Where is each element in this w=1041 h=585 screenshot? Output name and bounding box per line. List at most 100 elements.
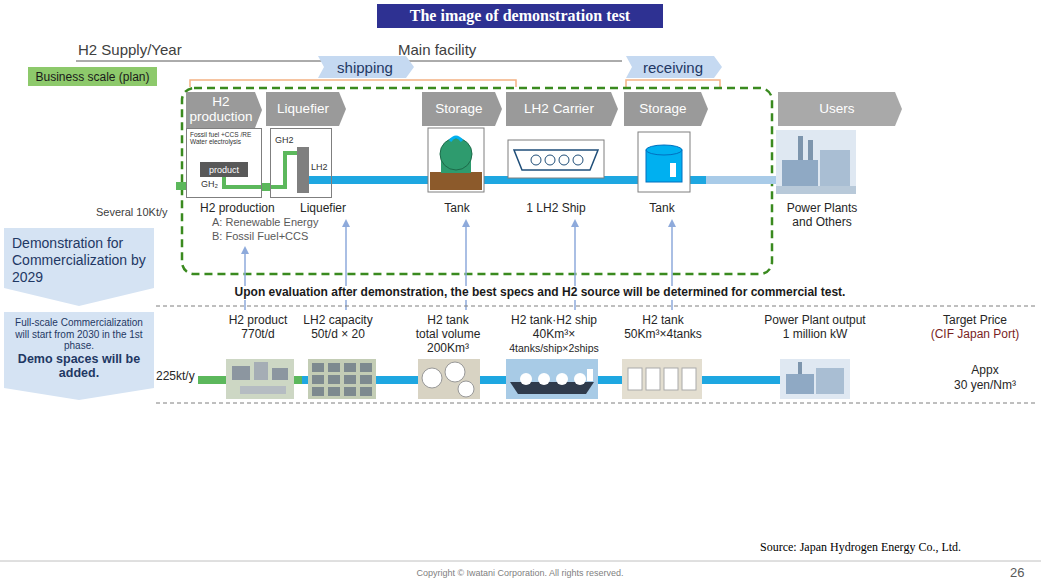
facility-label: Tank: [444, 202, 469, 216]
ship-icon-part: [508, 140, 604, 178]
liquefier-photo-part: [312, 375, 324, 384]
facility-label: Power Plants and Others: [776, 202, 868, 230]
ship-photo-part: [574, 373, 586, 385]
liquefier-photo-part: [344, 387, 356, 396]
node-text: Full-scale Commercialization will start …: [10, 317, 148, 352]
liquefier-icon: GH2LH2: [270, 128, 332, 198]
ship-photo-part: [587, 369, 593, 381]
footer-rule: [0, 561, 1041, 562]
spec-text: LH2 capacity: [303, 314, 372, 328]
spec-text: H2 tank: [642, 314, 683, 328]
note: Upon evaluation after demonstration, the…: [232, 286, 849, 300]
tank-photo-part: [622, 359, 702, 399]
ship-photo-part: [506, 359, 598, 399]
step-chevron: Storage: [422, 92, 502, 126]
spec-text: H2 tank·H2 ship: [511, 314, 597, 328]
scale-value: 225kt/y: [156, 370, 195, 384]
tank-icon: [638, 132, 690, 192]
node-text: GH₂: [201, 179, 218, 189]
leader-arrow-part: [571, 219, 579, 227]
scale-value: Several 10Kt/y: [96, 206, 168, 219]
step-chevron-fill: [778, 92, 902, 126]
divider-dashed: [156, 306, 1036, 403]
phase-arrow-fill: [4, 228, 154, 306]
page-number: 26: [1010, 566, 1024, 581]
node-text: H2 production: [189, 95, 253, 125]
power-plant-icon-part: [776, 130, 856, 194]
scale-box: Business scale (plan): [28, 67, 157, 86]
power-plant-icon-part: [782, 160, 818, 188]
price-heading: (CIF Japan Port): [931, 328, 1020, 342]
liquefier-photo-part: [328, 375, 340, 384]
spec-text: H2 product: [229, 314, 288, 328]
power-plant-photo-part: [798, 362, 802, 374]
step-chevron: Liquefier: [266, 92, 346, 126]
liquefier-column: [297, 147, 309, 193]
spec-text: 50t/d × 20: [311, 328, 365, 342]
leader-arrow-part: [241, 246, 249, 254]
step-chevron: Storage: [624, 92, 708, 126]
spec-text: 40Km³×: [533, 328, 575, 342]
facility-label: H2 production: [200, 202, 275, 216]
stage-chevron-fill: [626, 56, 722, 78]
spec-text: 4tanks/ship×2ships: [509, 342, 599, 354]
pipe-line: [224, 177, 261, 187]
tank-icon-part: [638, 132, 690, 192]
node-text: shipping: [337, 59, 393, 76]
sphere-tank-photo-part: [445, 362, 465, 382]
liquefier-photo: [308, 359, 376, 399]
facility-label: 1 LH2 Ship: [526, 202, 585, 216]
axis-heading: Main facility: [398, 41, 476, 58]
spec-text: 770t/d: [241, 328, 274, 342]
power-plant-photo-part: [780, 359, 850, 399]
ship-photo-part: [538, 373, 550, 385]
divider-dashed-part: [156, 403, 1036, 404]
stage-chevron: receiving: [626, 56, 722, 78]
stage-bracket-part: [626, 80, 720, 87]
plant-photo-part: [240, 386, 286, 394]
phase-arrow: Demonstration for Commercialization by 2…: [4, 228, 154, 306]
step-chevron: LH2 Carrier: [506, 92, 618, 126]
power-plant-photo-part: [816, 368, 844, 394]
tank-photo-part: [646, 368, 660, 390]
sphere-tank-photo-part: [458, 381, 474, 397]
liquefier-photo-part: [360, 363, 372, 372]
liquefier-photo-part: [344, 363, 356, 372]
demo-region-part: [182, 88, 772, 274]
footer-rule-part: [0, 561, 1041, 562]
spec-text: Power Plant output: [764, 314, 865, 328]
pipe-line: [262, 183, 270, 191]
tank-icon-part: [450, 137, 462, 141]
plant-photo: [226, 359, 294, 399]
liquefier-photo-part: [360, 375, 372, 384]
sphere-tank-photo-part: [418, 359, 480, 399]
power-plant-icon: [776, 130, 856, 194]
phase-arrow: Full-scale Commercialization will start …: [4, 312, 154, 400]
power-plant-icon-part: [798, 136, 803, 160]
pipe-line: [271, 153, 297, 187]
stage-chevron: shipping: [318, 56, 414, 78]
node-text: Storage: [639, 102, 686, 117]
liquefier-photo-part: [328, 363, 340, 372]
step-chevron-fill: [422, 92, 502, 126]
tank-photo-part: [628, 368, 642, 390]
spec-text: total volume: [416, 328, 481, 342]
node-text: Business scale (plan): [35, 70, 149, 84]
facility-label: Liquefier: [300, 202, 346, 216]
node-text: LH2 Carrier: [524, 102, 594, 117]
plant-photo-part: [226, 359, 294, 399]
node-text: Fossil fuel +CCS /RE: [190, 131, 258, 138]
pipe-line: [309, 176, 331, 184]
liquefier-photo-part: [312, 387, 324, 396]
power-plant-icon-part: [776, 186, 856, 194]
node-text: LH2: [311, 162, 328, 172]
node-text: Liquefier: [277, 102, 329, 117]
power-plant-photo: [780, 359, 850, 399]
stage-bracket-part: [190, 80, 516, 87]
production-icon: Fossil fuel +CCS /REWater electrolysisGH…: [186, 128, 262, 198]
tank-icon: [428, 128, 484, 192]
node-text: GH2: [275, 135, 294, 145]
hydrogen-band-part: [706, 176, 778, 184]
tank-icon-part: [646, 145, 682, 155]
